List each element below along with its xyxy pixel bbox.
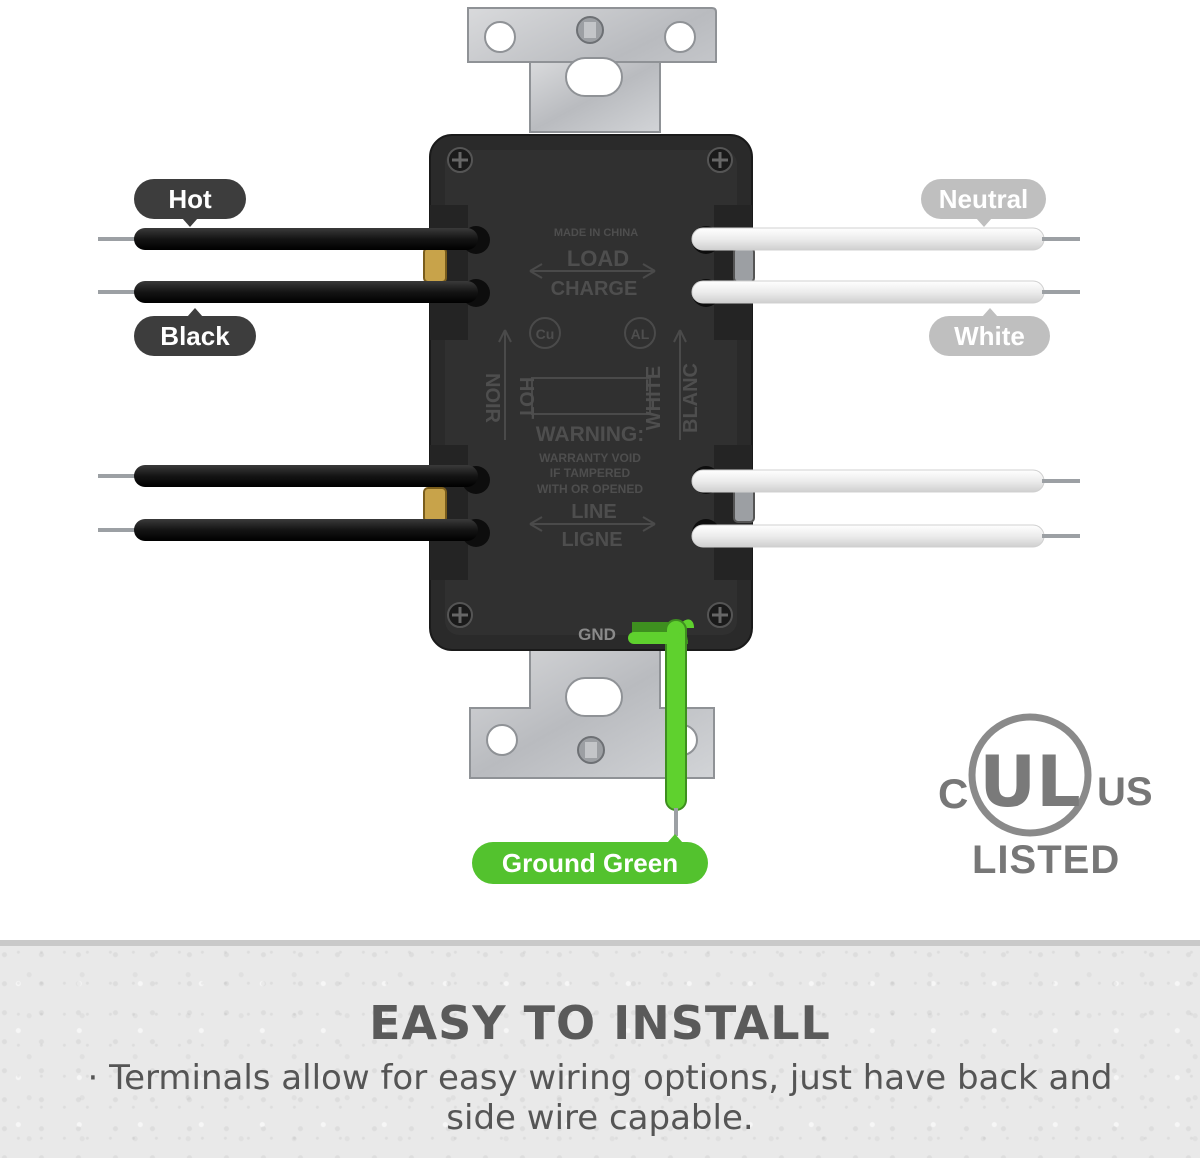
warranty-line-1: WARRANTY VOID [539, 451, 641, 465]
noir-text: NOIR [481, 373, 503, 424]
white-label-pointer [981, 308, 998, 317]
bottom-mounting-strap [469, 639, 715, 779]
charge-text: CHARGE [551, 278, 638, 300]
load-text: LOAD [567, 246, 629, 271]
hot-label-text: Hot [168, 184, 212, 214]
ul-logo-text: UL [979, 741, 1080, 823]
white-embossed-text: WHITE [643, 366, 665, 430]
ligne-text: LIGNE [561, 529, 622, 551]
black-label-pointer [187, 308, 203, 317]
white-label: White [929, 308, 1050, 356]
blanc-text: BLANC [680, 363, 702, 433]
white-label-text: White [954, 321, 1025, 351]
neutral-wires [691, 227, 1080, 548]
neutral-label-text: Neutral [938, 184, 1029, 214]
outlet-diagram: MADE IN CHINA LOAD CHARGE Cu AL HOT NOIR… [98, 7, 1092, 837]
neutral-label-pointer [975, 218, 992, 227]
registered-mark: ® [1010, 795, 1022, 809]
line-text: LINE [571, 501, 617, 523]
warning-text: WARNING: [536, 423, 645, 446]
ul-listed-text: LISTED [972, 838, 1121, 882]
product-illustration: MADE IN CHINA LOAD CHARGE Cu AL HOT NOIR… [98, 7, 1092, 837]
hot-label: Hot [134, 179, 246, 227]
hot-wires [98, 228, 478, 541]
hot-label-pointer [182, 218, 198, 227]
outlet-housing [423, 134, 755, 651]
cu-text: Cu [536, 326, 555, 342]
gnd-text: GND [578, 625, 616, 644]
made-in-text: MADE IN CHINA [554, 227, 638, 239]
device-embossing: MADE IN CHINA LOAD CHARGE Cu AL HOT NOIR… [481, 227, 702, 644]
ul-listed-mark: UL ® [968, 713, 1092, 837]
banner-description: · Terminals allow for easy wiring option… [87, 1058, 1113, 1138]
hot-embossed-text: HOT [515, 377, 537, 419]
black-label-text: Black [160, 321, 230, 351]
ground-wire [628, 619, 694, 836]
warranty-line-3: WITH OR OPENED [537, 482, 643, 496]
al-text: AL [631, 326, 650, 342]
ground-label: Ground Green [472, 834, 708, 884]
banner-title: EASY TO INSTALL [369, 996, 831, 1050]
neutral-label: Neutral [921, 179, 1046, 227]
black-label: Black [134, 308, 256, 356]
warranty-line-2: IF TAMPERED [550, 466, 631, 480]
ul-c-text: C [938, 770, 969, 817]
ground-label-pointer [666, 834, 683, 843]
feature-banner: EASY TO INSTALL · Terminals allow for ea… [0, 940, 1200, 1158]
top-mounting-strap [467, 7, 717, 133]
ground-label-text: Ground Green [501, 848, 679, 878]
ul-us-text: US [1097, 770, 1153, 814]
